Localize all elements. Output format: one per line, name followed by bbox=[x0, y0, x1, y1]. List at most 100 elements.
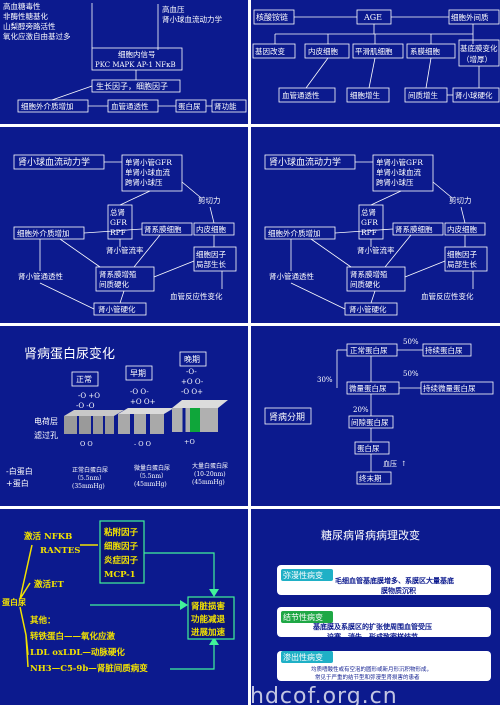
result-box bbox=[187, 596, 235, 640]
connector bbox=[384, 234, 412, 268]
growth-2: 局部生长 bbox=[196, 259, 226, 269]
layer-label-2: 滤过孔 bbox=[34, 430, 58, 440]
factor-1: 粘附因子 bbox=[103, 527, 139, 538]
panel-pathology: 糖尿病肾病病理改变 弥漫性病变 毛细血管基底膜增多、系膜区大量基底 膜物质沉积 … bbox=[251, 509, 500, 705]
row2-2: 内皮细胞 bbox=[308, 46, 338, 56]
growth-1: 细胞因子 bbox=[196, 249, 226, 259]
row3-box-4 bbox=[452, 87, 500, 103]
ions-1b: -O -O bbox=[76, 402, 95, 410]
branch-lines bbox=[19, 544, 33, 668]
factor-box bbox=[99, 520, 145, 584]
bp-arrow-icon: ↑ bbox=[401, 460, 407, 468]
total-2: GFR bbox=[361, 218, 378, 227]
cap-2-1: 微量白蛋白尿 bbox=[134, 464, 170, 472]
panel-hemodynamics-left: 肾小球血流动力学 单肾小管GFR 单肾小球血流 跨肾小球压 剪切力 总肾 GFR… bbox=[0, 127, 248, 323]
total-3: RPF bbox=[110, 228, 126, 237]
growth-box bbox=[193, 246, 237, 272]
top-right: 细胞外间质 bbox=[451, 12, 489, 22]
pct-2: 30% bbox=[317, 376, 333, 384]
stage-box-1 bbox=[71, 371, 99, 387]
connector bbox=[368, 57, 376, 89]
watermark: hdcof.org.cn bbox=[250, 684, 398, 709]
type-2: 结节性病变 bbox=[283, 612, 323, 622]
type-1: 弥漫性病变 bbox=[283, 570, 323, 580]
row2-box-1 bbox=[252, 43, 296, 59]
node-box-2 bbox=[422, 343, 472, 357]
signal-box bbox=[91, 47, 183, 71]
out4-box bbox=[211, 99, 247, 113]
growth-box bbox=[444, 246, 488, 272]
row3-1: 血管通透性 bbox=[282, 90, 320, 100]
connector bbox=[305, 57, 329, 89]
mes-prolif-2: 间质硬化 bbox=[99, 279, 129, 289]
gfr-box bbox=[372, 154, 434, 192]
row2-box-2 bbox=[304, 43, 350, 59]
row3-box-1 bbox=[278, 87, 336, 103]
item-ldl: LDL oxLDL—动脉硬化 bbox=[30, 647, 125, 658]
ions-2: -O O- bbox=[130, 388, 149, 396]
row2-4: 系膜细胞 bbox=[410, 46, 440, 56]
endo: 内皮细胞 bbox=[196, 224, 226, 234]
connector bbox=[153, 260, 195, 278]
pathology-title: 糖尿病肾病病理改变 bbox=[321, 528, 420, 542]
mes-prolif-box bbox=[346, 266, 406, 292]
node-3: 微量蛋白尿 bbox=[349, 383, 387, 393]
gfr-3: 跨肾小球压 bbox=[125, 177, 163, 187]
gfr-3: 跨肾小球压 bbox=[376, 177, 414, 187]
pct-4: 20% bbox=[353, 406, 369, 414]
hemo-title: 肾小球血流动力学 bbox=[18, 156, 90, 168]
filter-block-late bbox=[172, 400, 228, 432]
row2-box-3 bbox=[352, 43, 404, 59]
mes-prolif-2: 间质硬化 bbox=[350, 279, 380, 289]
connector bbox=[334, 228, 394, 234]
arrowhead-icon bbox=[180, 600, 188, 610]
item-transferrin: 转铁蛋白——氧化应激 bbox=[30, 631, 116, 642]
shear: 剪切力 bbox=[449, 195, 472, 205]
factor-2: 细胞因子 bbox=[104, 541, 139, 552]
vascular: 血管反应性变化 bbox=[170, 291, 223, 301]
panel-age: 核酸铵链 AGE 细胞外间质 基因改变 内皮细胞 平滑肌细胞 系膜细胞 基底膜变… bbox=[251, 0, 500, 124]
out1: 细胞外介质增加 bbox=[21, 101, 74, 111]
factor-4: MCP-1 bbox=[104, 570, 136, 580]
flow: 肾小管流率 bbox=[106, 245, 144, 255]
panel-proteinuria: 肾病蛋白尿变化 正常 早期 晚期 -O- +O O- -O O+ -O O- +… bbox=[0, 326, 248, 506]
node-box-7 bbox=[356, 471, 392, 485]
arrow-up bbox=[170, 641, 215, 670]
desc-1b: 膜物质沉积 bbox=[380, 586, 416, 595]
ions-1c: O O bbox=[80, 440, 93, 448]
cap-3-3: (45mmHg) bbox=[192, 479, 225, 486]
row3-2: 细胞增生 bbox=[350, 90, 380, 100]
cause-1: 高血糖毒性 bbox=[3, 1, 41, 11]
growth-1: 细胞因子 bbox=[447, 249, 477, 259]
hemo-2: 肾小球血流动力学 bbox=[162, 14, 222, 24]
node-2: 持续蛋白尿 bbox=[425, 345, 463, 355]
type-badge-1 bbox=[281, 569, 333, 581]
perm: 肾小管通透性 bbox=[18, 271, 63, 281]
filter-block-early bbox=[118, 408, 174, 434]
row3-box-2 bbox=[346, 87, 390, 103]
connector bbox=[404, 260, 446, 278]
stage-1: 正常 bbox=[76, 375, 92, 384]
desc-3a: 均质嗜酸性或有空泡的圆形或新月形沉积物形成， bbox=[311, 665, 432, 673]
signal-title: 细胞内信号 bbox=[118, 49, 156, 59]
result-3: 进展加速 bbox=[191, 627, 226, 638]
item-other: 其他： bbox=[30, 615, 56, 626]
panel-stages: 肾病分期 正常蛋白尿 50% 持续蛋白尿 30% 微量蛋白尿 50% 持续微量蛋… bbox=[251, 326, 500, 506]
signal-detail: PKC MAPK AP-1 NFκB bbox=[95, 61, 176, 69]
item-et: 激活ET bbox=[34, 579, 64, 590]
endo: 内皮细胞 bbox=[447, 224, 477, 234]
panel-pathogenesis: 高血糖毒性 非酶性糖基化 山梨醇旁路活性 氧化应激自由基过多 高血压 肾小球血流… bbox=[0, 0, 248, 124]
type-badge-3 bbox=[281, 651, 333, 663]
connector bbox=[39, 282, 95, 310]
tubule: 肾小管硬化 bbox=[349, 304, 387, 314]
cap-2-3: (45mmHg) bbox=[134, 481, 167, 488]
connector bbox=[133, 234, 161, 268]
arrowhead-icon bbox=[209, 589, 219, 597]
mesangial: 肾系膜细胞 bbox=[395, 224, 433, 234]
cap-2-2: （5.5nm） bbox=[136, 473, 167, 480]
node-5: 间隙蛋白尿 bbox=[351, 417, 389, 427]
gfr-1: 单肾小管GFR bbox=[125, 157, 172, 167]
item-proteinuria: 蛋白尿 bbox=[2, 597, 26, 607]
item-rantes: RANTES bbox=[40, 546, 80, 556]
